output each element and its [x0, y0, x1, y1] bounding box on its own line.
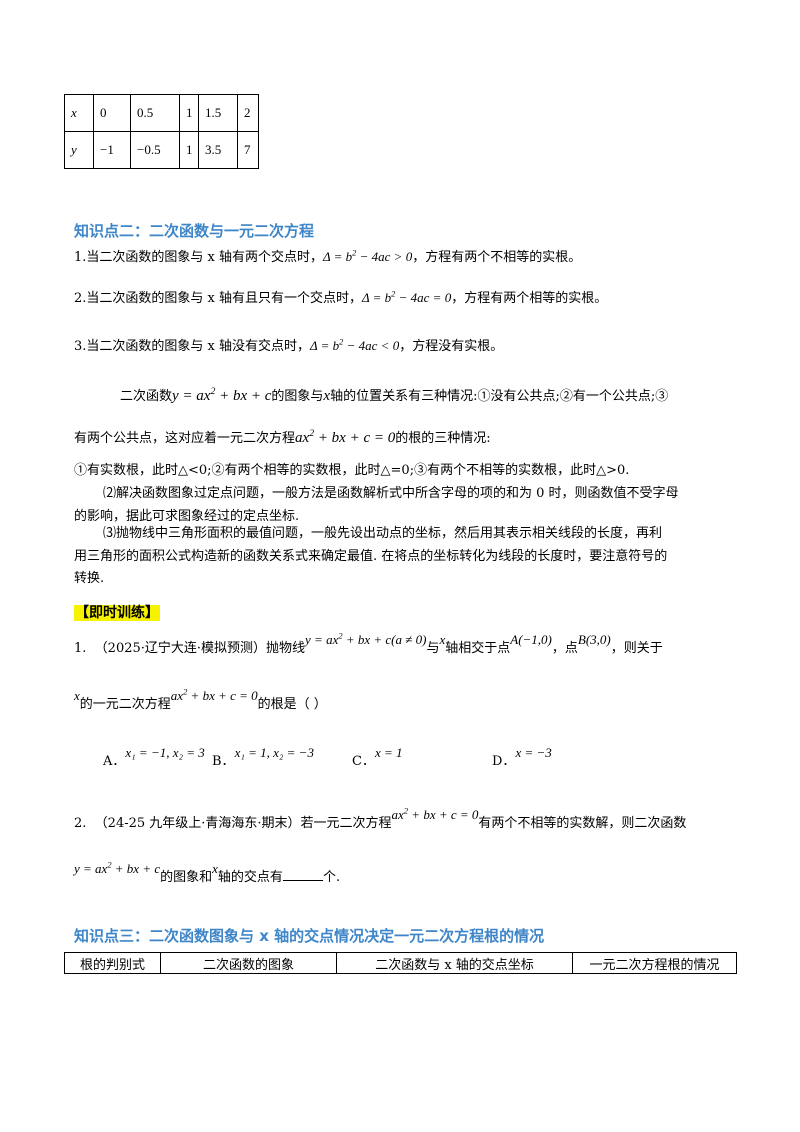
text: 的根是（ ） [257, 697, 327, 712]
section-heading: 知识点二：二次函数与一元二次方程 [74, 222, 315, 240]
table-row: x 0 0.5 1 1.5 2 [64, 94, 259, 132]
paragraph: 有两个公共点，这对应着一元二次方程ax2 + bx + c = 0的根的三种情况… [74, 427, 491, 447]
table-row: y −1 −0.5 1 3.5 7 [64, 131, 259, 169]
paragraph: 的影响，据此可求图象经过的定点坐标. [74, 509, 300, 524]
option-text: x = 1 [374, 745, 403, 760]
paragraph: 3.当二次函数的图象与 x 轴没有交点时，Δ = b2 − 4ac < 0，方程… [74, 335, 503, 354]
formula: y = ax2 + bx + c(a ≠ 0) [305, 630, 427, 647]
question-2: 2. （24-25 九年级上·青海海东·期末）若一元二次方程ax2 + bx +… [74, 806, 687, 831]
paragraph: 1.当二次函数的图象与 x 轴有两个交点时，Δ = b2 − 4ac > 0，方… [74, 246, 581, 265]
text: 轴的交点有 [217, 870, 283, 885]
table-cell: −0.5 [130, 131, 180, 169]
text: 有两个不相等的实数解，则二次函数 [478, 816, 687, 831]
option-a[interactable]: A．x₁ = −1, x₂ = 3 [103, 742, 205, 769]
text: ，点 [551, 641, 578, 656]
paragraph: ①有实数根，此时△<0;②有两个相等的实数根，此时△=0;③有两个不相等的实数根… [74, 463, 630, 478]
table-cell: 1.5 [198, 94, 238, 132]
text: 的根的三种情况: [395, 431, 491, 446]
text: 3.当二次函数的图象与 x 轴没有交点时， [74, 339, 310, 354]
table-header-cell: 一元二次方程根的情况 [572, 952, 737, 974]
text: ，方程有两个不相等的实根。 [412, 250, 582, 265]
formula: y = ax2 + bx + c [74, 859, 161, 876]
variable: x [439, 632, 446, 647]
paragraph: ⑵解决函数图象过定点问题，一般方法是函数解析式中所含字母的项的和为 0 时，则函… [103, 486, 679, 501]
formula: Δ = b2 − 4ac < 0 [310, 336, 400, 353]
option-text: x = −3 [515, 745, 552, 760]
option-label: C． [352, 754, 375, 769]
table-header-cell: 二次函数与 x 轴的交点坐标 [336, 952, 573, 974]
option-d[interactable]: D．x = −3 [492, 742, 552, 769]
formula: ax2 + bx + c = 0 [391, 805, 479, 822]
text: 1.当二次函数的图象与 x 轴有两个交点时， [74, 250, 323, 265]
text: （2025·辽宁大连·模拟预测）抛物线 [94, 641, 306, 656]
text: 轴的位置关系有三种情况:①没有公共点;②有一个公共点;③ [330, 389, 669, 404]
table-cell: 7 [237, 131, 259, 169]
table-header-cell: 二次函数的图象 [160, 952, 337, 974]
option-label: D． [492, 754, 516, 769]
question-number: 2. [74, 816, 87, 831]
formula: Δ = b2 − 4ac > 0 [323, 247, 413, 264]
question-2-line-2: y = ax2 + bx + c的图象和x轴的交点有 个. [74, 860, 341, 885]
text: 的图象与 [271, 389, 324, 404]
table-cell: x [64, 94, 94, 132]
option-text: x₁ = 1, x₂ = −3 [234, 745, 314, 760]
option-text: x₁ = −1, x₂ = 3 [125, 745, 205, 760]
option-c[interactable]: C．x = 1 [352, 742, 403, 769]
option-label: B． [212, 754, 235, 769]
table-header-cell: 根的判别式 [64, 952, 161, 974]
answer-blank[interactable] [282, 868, 323, 881]
text: ，方程有两个相等的实根。 [451, 291, 608, 306]
point-a: A(−1,0) [510, 632, 552, 647]
question-1-line-2: x的一元二次方程ax2 + bx + c = 0的根是（ ） [74, 687, 327, 712]
discriminant-table: 根的判别式 二次函数的图象 二次函数与 x 轴的交点坐标 一元二次方程根的情况 [64, 952, 737, 974]
table-header-row: 根的判别式 二次函数的图象 二次函数与 x 轴的交点坐标 一元二次方程根的情况 [64, 952, 737, 974]
text: 个. [322, 870, 341, 885]
paragraph: 转换. [74, 571, 105, 586]
table-cell: 0.5 [130, 94, 180, 132]
text: ，则关于 [610, 641, 663, 656]
point-b: B(3,0) [577, 632, 611, 647]
paragraph: 用三角形的面积公式构造新的函数关系式来确定最值. 在将点的坐标转化为线段的长度时… [74, 549, 668, 564]
table-cell: 0 [93, 94, 131, 132]
table-cell: 3.5 [198, 131, 238, 169]
text: 2.当二次函数的图象与 x 轴有且只有一个交点时， [74, 291, 362, 306]
table-cell: −1 [93, 131, 131, 169]
formula: ax2 + bx + c = 0 [295, 428, 396, 446]
text: ，方程没有实根。 [399, 339, 504, 354]
paragraph: ⑶抛物线中三角形面积的最值问题，一般先设出动点的坐标，然后用其表示相关线段的长度… [103, 526, 663, 541]
text: 轴相交于点 [445, 641, 511, 656]
question-1: 1. （2025·辽宁大连·模拟预测）抛物线y = ax2 + bx + c(a… [74, 631, 663, 656]
xy-value-table: x 0 0.5 1 1.5 2 y −1 −0.5 1 3.5 7 [64, 94, 259, 169]
table-cell: 1 [179, 131, 199, 169]
text: 的图象和 [160, 870, 213, 885]
text: 二次函数 [120, 389, 173, 404]
text: 的一元二次方程 [79, 697, 171, 712]
option-label: A． [103, 754, 126, 769]
table-cell: y [64, 131, 94, 169]
question-number: 1. [74, 641, 87, 656]
variable: x [74, 688, 80, 703]
paragraph: 二次函数y = ax2 + bx + c的图象与x轴的位置关系有三种情况:①没有… [120, 385, 668, 405]
formula: y = ax2 + bx + c [172, 386, 272, 404]
paragraph: 2.当二次函数的图象与 x 轴有且只有一个交点时，Δ = b2 − 4ac = … [74, 287, 607, 306]
section-heading: 知识点三：二次函数图象与 x 轴的交点情况决定一元二次方程根的情况 [74, 927, 545, 945]
text: 有两个公共点，这对应着一元二次方程 [74, 431, 296, 446]
variable: x [323, 388, 331, 404]
formula: Δ = b2 − 4ac = 0 [362, 288, 452, 305]
formula: ax2 + bx + c = 0 [170, 686, 258, 703]
table-cell: 2 [237, 94, 259, 132]
practice-label: 【即时训练】 [74, 605, 160, 621]
option-b[interactable]: B．x₁ = 1, x₂ = −3 [212, 742, 314, 769]
variable: x [212, 861, 218, 876]
text: 与 [426, 641, 440, 656]
table-cell: 1 [179, 94, 199, 132]
text: （24-25 九年级上·青海海东·期末）若一元二次方程 [94, 816, 392, 831]
